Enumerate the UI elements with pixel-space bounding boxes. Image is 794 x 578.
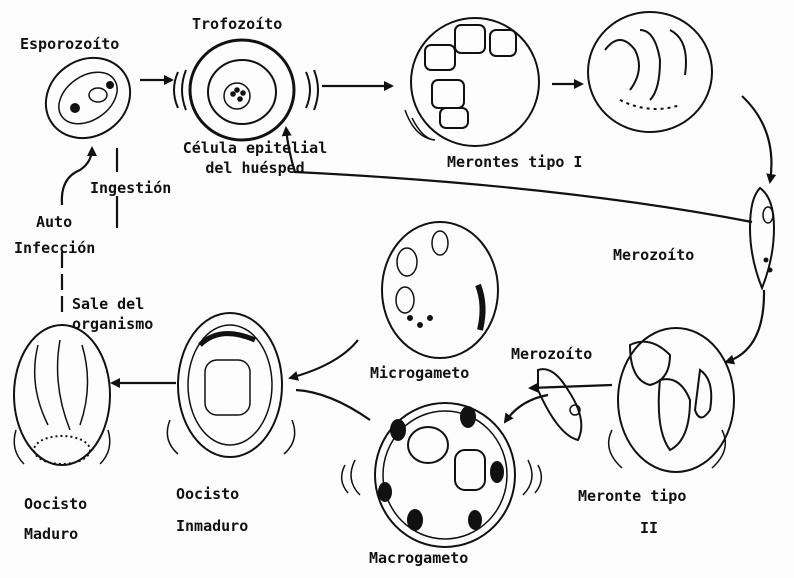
- meronte-tipo-i-figure-1: [405, 18, 539, 146]
- label-merozoito-upper: Merozoíto: [613, 247, 694, 264]
- meronte-tipo-i-figure-2: [588, 12, 712, 132]
- label-celula-epitelial: Célula epitelial: [150, 140, 360, 157]
- label-organismo: organismo: [72, 316, 153, 333]
- macrogameto-figure: [342, 403, 542, 547]
- label-del-huesped: del huésped: [150, 160, 360, 177]
- label-oocisto-maduro-line2: Maduro: [24, 526, 78, 543]
- label-sale-del: Sale del: [72, 296, 144, 313]
- label-oocisto-inmaduro-line2: Inmaduro: [176, 518, 248, 535]
- merozoito-lower-figure: [538, 369, 581, 440]
- merozoito-upper-figure: [750, 188, 774, 288]
- label-infeccion: Infección: [14, 240, 95, 257]
- microgameto-figure: [382, 222, 498, 358]
- label-microgameto: Microgameto: [370, 365, 469, 382]
- label-oocisto-inmaduro-line1: Oocisto: [176, 486, 239, 503]
- label-trofozoito: Trofozoíto: [192, 16, 282, 33]
- oocisto-maduro-figure: [14, 325, 110, 465]
- label-esporozoito: Esporozoíto: [20, 36, 119, 53]
- label-merontes-tipo-i: Merontes tipo I: [447, 154, 582, 171]
- label-auto: Auto: [36, 214, 72, 231]
- label-oocisto-maduro-line1: Oocisto: [24, 496, 87, 513]
- label-macrogameto: Macrogameto: [369, 550, 468, 567]
- label-ingestion: Ingestión: [90, 180, 171, 197]
- label-meronte-tipo-ii-line1: Meronte tipo: [578, 488, 686, 505]
- trofozoito-host-cell-figure: [174, 40, 318, 140]
- esporozoito-cell-figure: [30, 42, 146, 155]
- label-meronte-tipo-ii-line2: II: [640, 520, 658, 537]
- meronte-tipo-ii-figure: [609, 328, 734, 472]
- oocisto-inmaduro-figure: [167, 313, 294, 457]
- label-merozoito-lower: Merozoíto: [511, 346, 592, 363]
